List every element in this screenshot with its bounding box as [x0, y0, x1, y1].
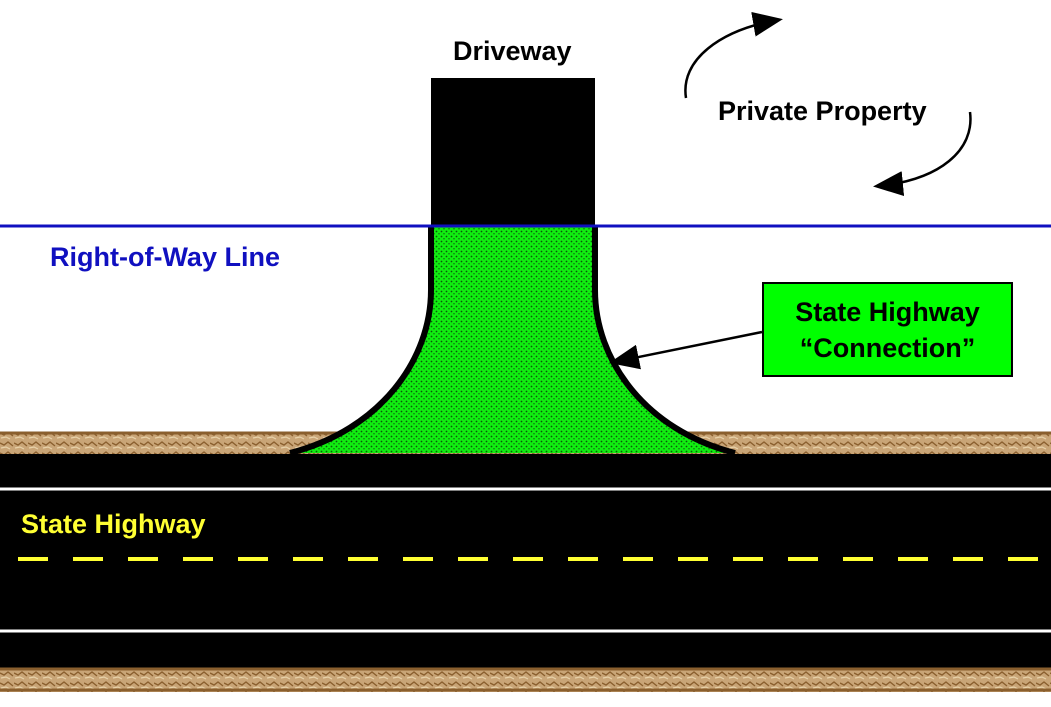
driveway — [431, 78, 595, 226]
connection-label-line1: State Highway — [795, 297, 980, 327]
connection-label-line2: “Connection” — [799, 333, 976, 363]
curved-arrow-top-icon — [684, 11, 783, 99]
lower-shoulder — [0, 668, 1051, 692]
state-highway-label: State Highway — [21, 509, 206, 539]
connection-pointer-arrow-icon — [609, 330, 763, 370]
state-highway-connection-area — [290, 226, 735, 453]
connection-callout-box: State Highway “Connection” — [762, 282, 1013, 377]
connection-left-edge — [289, 226, 434, 456]
curved-arrow-bottom-icon — [873, 111, 972, 197]
private-property-label: Private Property — [718, 96, 927, 126]
right-of-way-label: Right-of-Way Line — [50, 242, 280, 272]
driveway-label: Driveway — [453, 36, 572, 66]
connection-right-edge — [592, 226, 736, 456]
